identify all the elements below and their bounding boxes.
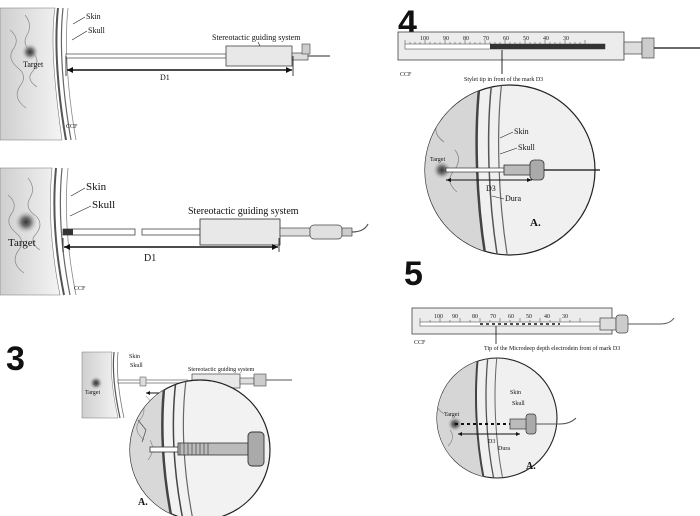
target-label: Target [8,237,36,249]
inset-label: A. [526,461,536,472]
scale-tick-label: 40 [543,36,549,42]
skin-label: Skin [86,181,107,193]
caption: Stylet tip in front of the mark D3 [464,76,543,83]
inset-label: A. [530,217,541,229]
skull-label: Skull [512,401,525,407]
target-marker [89,376,103,390]
dura-label: Dura [505,194,521,203]
target-label: Target [444,412,459,418]
skin-label: Skin [510,390,521,396]
d1-label: D1 [160,73,170,82]
panel-2: 2 Target Skin Skull Stereotactic guiding… [0,166,369,296]
inset-label: A. [138,497,148,508]
skin-label: Skin [86,12,101,21]
head-section-illustration [0,7,77,141]
artist-signature: CCF [74,286,86,292]
guiding-probe [62,218,369,246]
target-label: Target [430,157,445,163]
artist-signature: CCF [414,340,426,346]
d1-label: D1 [144,253,156,264]
scale-tick-label: 90 [443,36,449,42]
inset-magnified-view [129,379,271,516]
d3-label: D3 [486,184,496,193]
target-marker [432,160,452,180]
skull-label: Skull [92,199,115,211]
scale-tick-label: 90 [452,314,458,320]
panel-5: 5 100 90 80 70 60 50 40 30 Tip of the Mi… [404,255,675,479]
scale-tick-label: 50 [526,314,532,320]
caption: Tip of the Microdeep depth electrodein f… [484,345,620,352]
depth-scale-ruler: 100 90 80 70 60 50 40 30 [411,307,675,335]
target-label: Target [23,60,44,69]
scale-tick-label: 60 [503,36,509,42]
head-section-illustration [81,351,125,419]
stereotactic-system-label: Stereotactic guiding system [188,206,299,217]
head-section-illustration [0,167,77,296]
scale-tick-label: 100 [434,314,443,320]
scale-tick-label: 80 [463,36,469,42]
target-label: Target [85,390,100,396]
scale-tick-label: 30 [562,314,568,320]
skull-label: Skull [130,363,143,369]
scale-tick-label: 60 [508,314,514,320]
scale-tick-label: 100 [420,36,429,42]
panel-1: 1 Target Skin Skull Stereotactic guiding… [0,4,330,141]
stereotactic-system-label: Stereotactic guiding system [188,367,255,373]
target-marker [21,43,39,61]
panel-4: 4 100 90 80 70 60 50 40 30 Stylet tip in… [397,4,700,256]
scale-tick-label: 40 [544,314,550,320]
skin-label: Skin [514,127,529,136]
skull-label: Skull [88,26,106,35]
artist-signature: CCF [400,72,412,78]
scale-tick-label: 80 [472,314,478,320]
artist-signature: CCF [66,124,78,130]
inset-magnified-view [424,84,600,256]
panel-3: 3 Target Skin Skull Stereotactic guiding… [6,340,292,516]
scale-tick-label: 70 [483,36,489,42]
depth-scale-ruler: 100 90 80 70 60 50 40 30 [397,31,700,61]
panel-number: 3 [6,340,25,378]
stereotactic-system-label: Stereotactic guiding system [212,33,301,42]
dura-label: Dura [498,446,510,452]
skin-label: Skin [129,354,140,360]
scale-tick-label: 50 [523,36,529,42]
scale-tick-label: 30 [563,36,569,42]
scale-tick-label: 70 [490,314,496,320]
panel-number: 5 [404,255,423,293]
target-marker [14,210,38,234]
d3-label: D3 [488,439,495,445]
guiding-probe [65,43,330,67]
skull-label: Skull [518,143,536,152]
